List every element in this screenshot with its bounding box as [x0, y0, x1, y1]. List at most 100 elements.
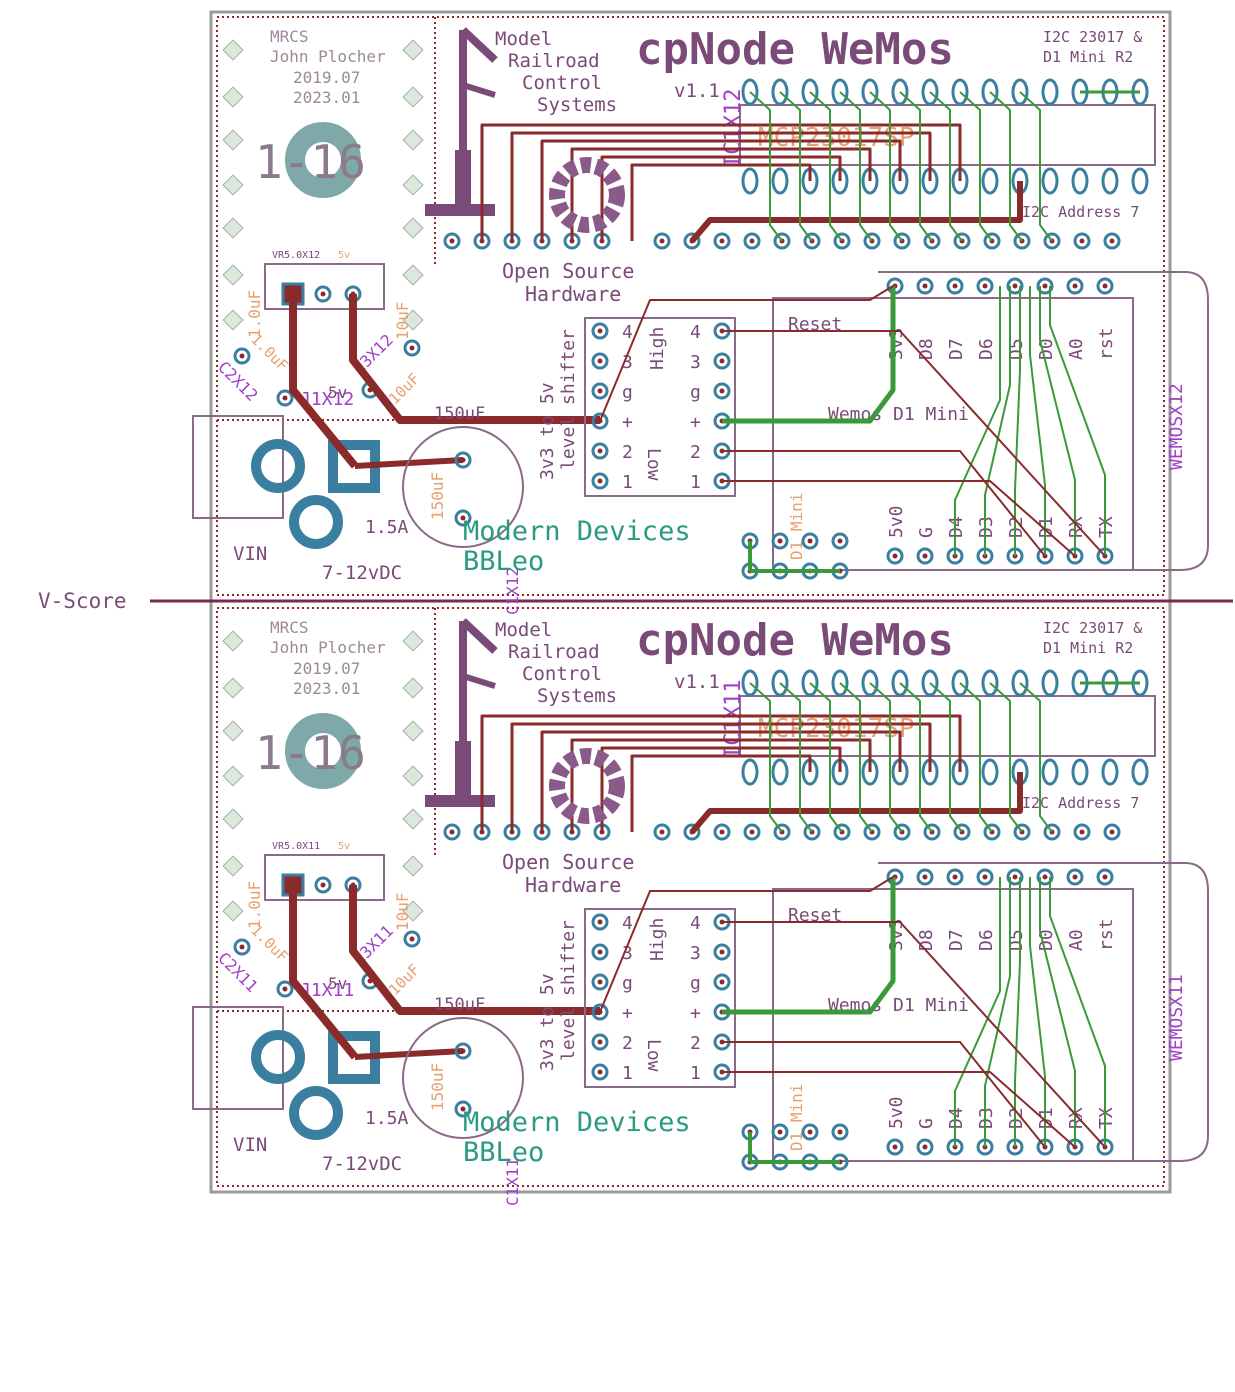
wemos-pin-label: 5v0 [886, 1096, 907, 1129]
wemos-pin-label: D4 [946, 1107, 967, 1129]
shifter-pin-label: + [622, 1003, 633, 1024]
trace-green [1014, 877, 1021, 1147]
md-line: Modern Devices [463, 1107, 691, 1138]
proto-pad [222, 900, 244, 922]
i2c-address: I2C Address 7 [1022, 794, 1139, 812]
c2-pin-drill [282, 395, 288, 401]
shifter-pin-label: 1 [622, 472, 633, 493]
wemos-pin-top-drill [982, 283, 988, 289]
c2-value: 1.0uF [245, 290, 264, 338]
ic-pin-bottom [1041, 167, 1059, 195]
io-pin [1043, 823, 1061, 841]
wemos-pin-label: D8 [916, 338, 937, 360]
v5-label: 5v [328, 974, 347, 993]
big-cap-pin [454, 451, 472, 469]
io-pin [773, 823, 791, 841]
aux-pin-drill [777, 1129, 783, 1135]
trace-green [1049, 286, 1106, 556]
io-pin [893, 823, 911, 841]
io-pin [1013, 823, 1031, 841]
trace-green [989, 91, 1023, 242]
c2-ref: C2X11 [214, 948, 261, 995]
aux-pin [771, 1123, 789, 1141]
big-cap-pin [454, 1100, 472, 1118]
io-pin [1043, 232, 1061, 250]
io-pin [893, 232, 911, 250]
wemos-pin-top-drill [1012, 283, 1018, 289]
j1-ref: J1X11 [300, 980, 354, 1001]
trace-green [779, 682, 813, 833]
io-pin-drill [1109, 829, 1115, 835]
shifter-outline [584, 317, 736, 497]
logo-line: Railroad [508, 50, 600, 72]
logo-line: Control [522, 663, 602, 685]
ic-pin-bottom [1131, 758, 1149, 786]
ic-pin-top [951, 669, 969, 697]
trace-red [722, 480, 1076, 557]
shifter-pin-label: 4 [622, 322, 633, 343]
wemos-pin-bottom-drill [892, 1144, 898, 1150]
shifter-pin-left-drill [597, 388, 603, 394]
credit-line: 2019.07 [293, 659, 360, 678]
credit-line: MRCS [270, 27, 309, 46]
c3-value: 10uF [393, 301, 412, 340]
ic-pin-bottom [1101, 758, 1119, 786]
trace-green [984, 877, 1011, 1147]
vin-range: 7-12vDC [322, 1153, 402, 1175]
shifter-pin-label: 3 [622, 943, 633, 964]
io-pin [743, 823, 761, 841]
vr-ref: VR5.0X11 [272, 841, 320, 852]
wemos-pin-top [976, 868, 994, 886]
shifter-pin-label: g [622, 382, 633, 403]
logo-line: Model [495, 28, 552, 50]
proto-pad [402, 720, 424, 742]
shifter-pin-label: g [690, 382, 701, 403]
trace-green [869, 91, 903, 242]
shifter-pin-left [591, 913, 609, 931]
io-pin-drill [719, 238, 725, 244]
shifter-pin-right [713, 973, 731, 991]
jack-pin-3 [328, 1031, 380, 1084]
wemos-pin-label: D6 [976, 338, 997, 360]
wemos-pin-label: A0 [1066, 338, 1087, 360]
shifter-pin-left-drill [597, 358, 603, 364]
c2-pin [233, 938, 251, 956]
io-pin [713, 232, 731, 250]
md-line: BBLeo [463, 546, 544, 577]
shifter-pin-left [591, 442, 609, 460]
trace-red [570, 738, 872, 832]
io-pin [1073, 232, 1091, 250]
wemos-pin-top-drill [1072, 283, 1078, 289]
wemos-pin-top [1066, 868, 1084, 886]
wemos-pin-label: D3 [976, 516, 997, 538]
io-pin-drill [719, 829, 725, 835]
proto-pad [402, 86, 424, 108]
ic-pin-bottom [1071, 167, 1089, 195]
proto-pad [222, 264, 244, 286]
proto-pad [222, 129, 244, 151]
wemos-pin-top-drill [1102, 283, 1108, 289]
node-number: 1-16 [255, 726, 366, 780]
wemos-ref: WEMOSX12 [1166, 383, 1187, 470]
proto-pad [402, 39, 424, 61]
c2-pin [276, 389, 294, 407]
big-cap-value: 150uF [434, 995, 485, 1015]
logo-top [460, 27, 498, 63]
trace-power [349, 294, 600, 424]
ic-outline [739, 104, 1156, 166]
io-pin [863, 232, 881, 250]
ic-pin-bottom [981, 167, 999, 195]
shifter-pin-right [713, 352, 731, 370]
trace-green [899, 91, 933, 242]
wemos-pin-label: RX [1066, 516, 1087, 538]
big-cap-value2: 150uF [428, 1063, 447, 1111]
wemos-pin-label: 3v3 [886, 327, 907, 360]
io-pin [1103, 823, 1121, 841]
ic-pin-top [801, 78, 819, 106]
shifter-pin-left-drill [597, 328, 603, 334]
wemos-pin-label: D6 [976, 929, 997, 951]
dmini-label: D1 Mini [787, 1084, 806, 1151]
io-pin [923, 232, 941, 250]
c2-value: 1.0uF [245, 881, 264, 929]
